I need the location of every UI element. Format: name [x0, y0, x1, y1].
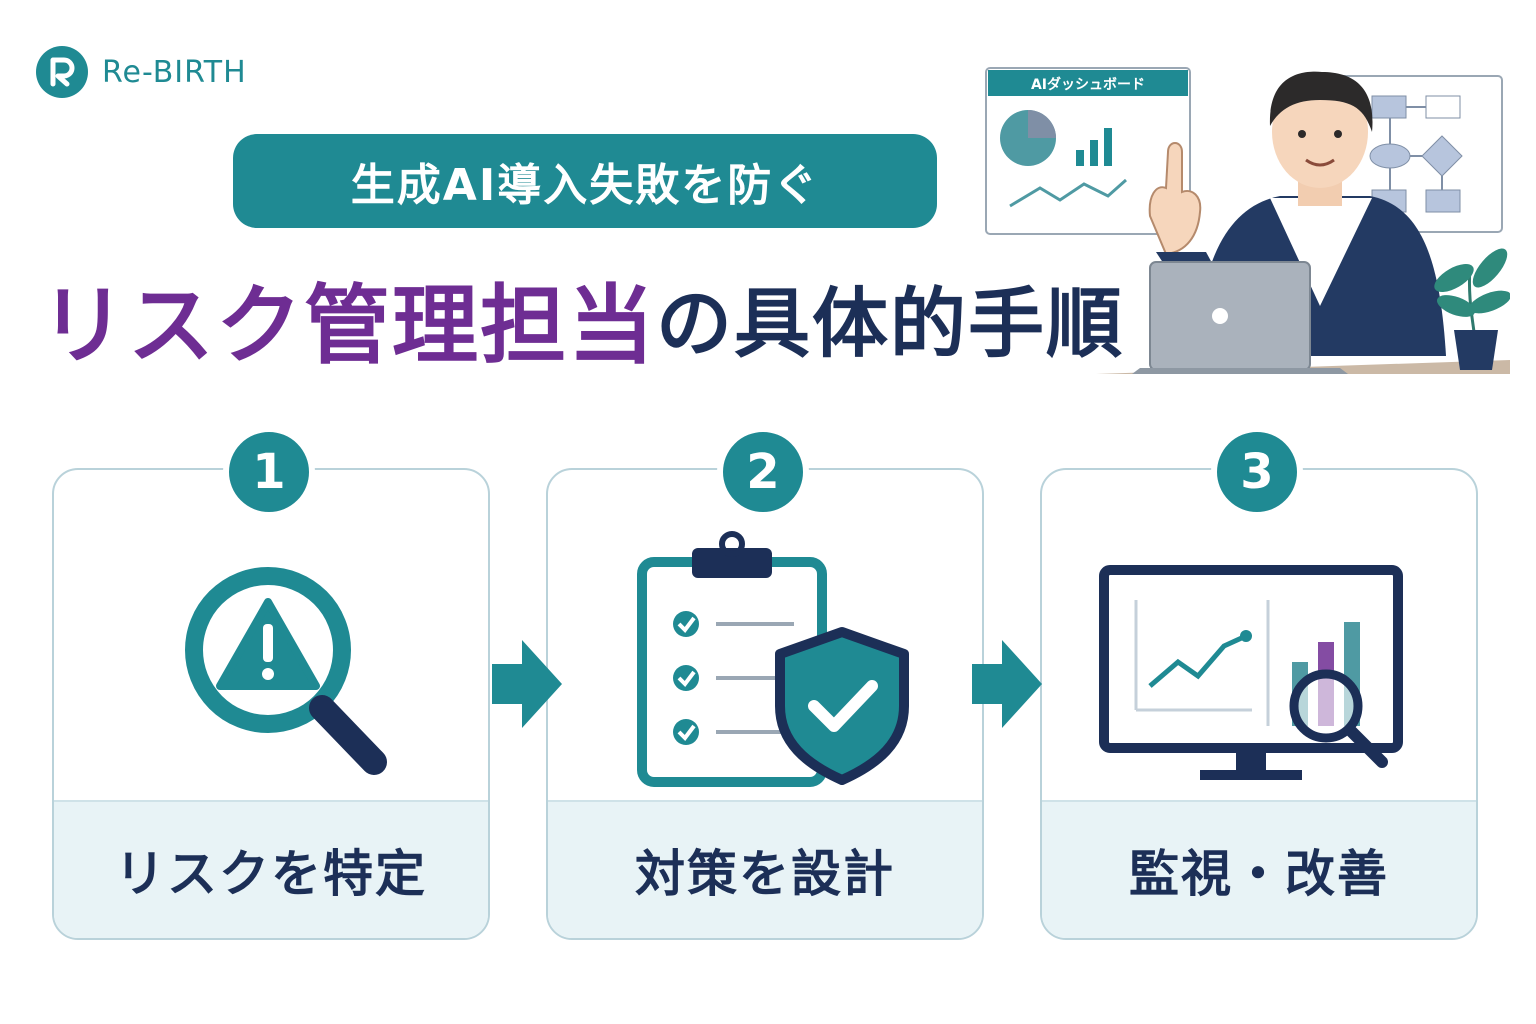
step-badge-1: 1 [223, 426, 315, 518]
logo-icon [36, 46, 88, 98]
brand-logo: Re-BIRTH [34, 44, 247, 100]
title-highlight: リスク管理担当 [40, 275, 656, 376]
step-card-3: 監視・改善 [1040, 468, 1478, 940]
laptop-desk [1096, 261, 1510, 374]
brand-name: Re-BIRTH [102, 54, 247, 90]
title-rest: の具体的手順 [656, 279, 1124, 368]
subtitle-banner: 生成AI導入失敗を防ぐ [233, 134, 937, 228]
monitor-chart-icon [1099, 565, 1403, 780]
warning-magnifier-icon [185, 567, 387, 775]
step-label-2: 対策を設計 [548, 800, 982, 938]
step-arrow-2-3 [972, 640, 1042, 728]
presenter-illustration: AIダッシュボード [985, 67, 1510, 374]
step-card-2: 対策を設計 [546, 468, 984, 940]
step-card-1: リスクを特定 [52, 468, 490, 940]
clipboard-shield-icon [637, 531, 909, 787]
plant-decoration [1434, 248, 1510, 370]
ai-dashboard-panel: AIダッシュボード [985, 67, 1191, 235]
page-title: リスク管理担当の具体的手順 [40, 252, 1124, 382]
step-label-1: リスクを特定 [54, 800, 488, 938]
step-badge-3: 3 [1211, 426, 1303, 518]
subtitle-text: 生成AI導入失敗を防ぐ [350, 160, 820, 211]
step-badge-2: 2 [717, 426, 809, 518]
dashboard-label: AIダッシュボード [1031, 76, 1145, 93]
step-label-3: 監視・改善 [1042, 800, 1476, 938]
step-arrow-1-2 [492, 640, 562, 728]
